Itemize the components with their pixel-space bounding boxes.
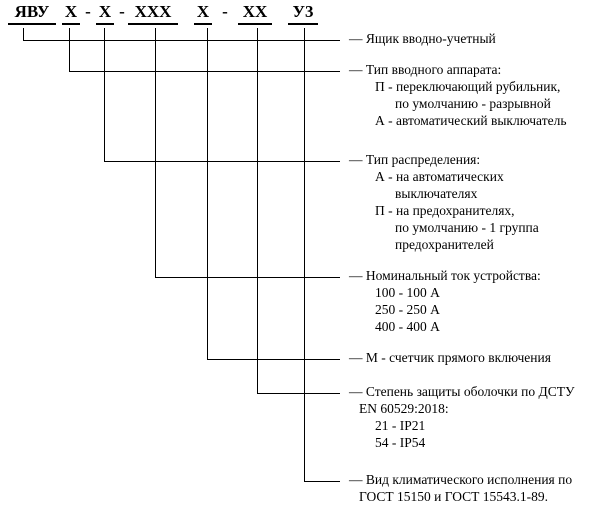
callout-line: А - автоматический выключатель	[375, 113, 567, 128]
code-separator: -	[85, 2, 91, 21]
code-token: ЯВУ	[8, 2, 56, 25]
leader-horizontal	[257, 393, 340, 394]
leader-horizontal	[155, 277, 340, 278]
code-token: Х	[194, 2, 212, 25]
callout-line: по умолчанию - 1 группа	[395, 220, 539, 235]
leader-horizontal	[304, 481, 340, 482]
leader-vertical	[304, 28, 305, 481]
code-token: ХХ	[238, 2, 272, 25]
callout-heading: — Вид климатического исполнения по	[349, 472, 573, 487]
leader-horizontal	[104, 161, 340, 162]
callout-heading: — Ящик вводно-учетный	[349, 31, 496, 46]
callout-line: П - переключающий рубильник,	[375, 79, 561, 94]
callout-heading: — М - счетчик прямого включения	[349, 350, 551, 365]
leader-horizontal	[23, 40, 340, 41]
code-token: Х	[62, 2, 80, 25]
leader-vertical	[207, 28, 208, 359]
callout-input-apparatus-type: — Тип вводного аппарата: П - переключающи…	[349, 61, 566, 129]
callout-climatic-version: — Вид климатического исполнения по ГОСТ 1…	[349, 471, 572, 505]
callout-line: 250 - 250 А	[375, 302, 440, 317]
callout-heading: — Номинальный ток устройства:	[349, 268, 541, 283]
callout-line: 54 - IP54	[375, 435, 426, 450]
leader-vertical	[69, 28, 70, 71]
callout-line: EN 60529:2018:	[359, 401, 449, 416]
callout-line: предохранителей	[395, 237, 494, 252]
code-token: ХХХ	[128, 2, 178, 25]
callout-distribution-type: — Тип распределения: А - на автоматически…	[349, 151, 539, 253]
callout-line: по умолчанию - разрывной	[395, 96, 551, 111]
code-separator: -	[222, 2, 228, 21]
callout-direct-meter: — М - счетчик прямого включения	[349, 349, 551, 366]
callout-heading: — Тип вводного аппарата:	[349, 62, 502, 77]
callout-line: выключателях	[395, 186, 478, 201]
callout-line: 21 - IP21	[375, 418, 426, 433]
leader-vertical	[104, 28, 105, 161]
leader-vertical	[257, 28, 258, 393]
callout-line: А - на автоматических	[375, 169, 504, 184]
code-token: У3	[288, 2, 318, 25]
callout-enclosure: — Ящик вводно-учетный	[349, 30, 496, 47]
code-separator: -	[119, 2, 125, 21]
callout-line: 100 - 100 А	[375, 285, 440, 300]
callout-heading: — Тип распределения:	[349, 152, 481, 167]
callout-line: ГОСТ 15150 и ГОСТ 15543.1-89.	[359, 489, 548, 504]
leader-vertical	[23, 28, 24, 40]
callout-heading: — Степень защиты оболочки по ДСТУ	[349, 384, 575, 399]
leader-horizontal	[207, 359, 340, 360]
callout-line: П - на предохранителях,	[375, 203, 515, 218]
code-token: Х	[96, 2, 114, 25]
leader-vertical	[155, 28, 156, 277]
leader-horizontal	[69, 71, 340, 72]
callout-ingress-protection: — Степень защиты оболочки по ДСТУ EN 6052…	[349, 383, 575, 451]
callout-rated-current: — Номинальный ток устройства: 100 - 100 А…	[349, 267, 541, 335]
callout-line: 400 - 400 А	[375, 319, 440, 334]
